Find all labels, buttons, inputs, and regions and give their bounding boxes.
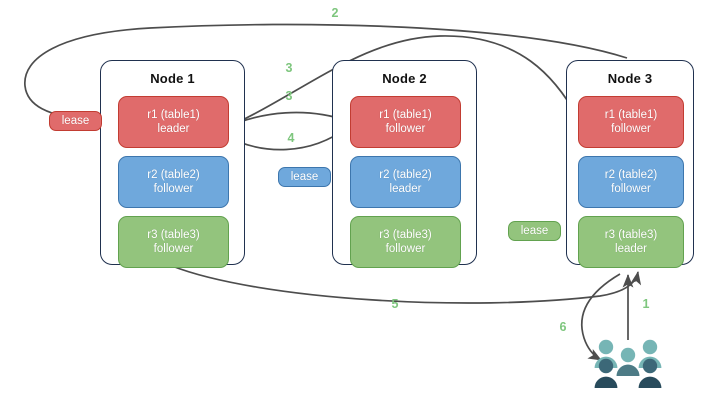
node-1-replica-r1-role: leader bbox=[157, 123, 190, 135]
node-2-replica-r3-name: r3 (table3) bbox=[379, 229, 432, 241]
node-2-replica-r1-role: follower bbox=[385, 123, 426, 135]
lease-badge-table2[interactable]: lease bbox=[278, 167, 331, 187]
node-1-replica-r2-role: follower bbox=[153, 183, 194, 195]
lease-badge-table3[interactable]: lease bbox=[508, 221, 561, 241]
node-3-replica-r3-name: r3 (table3) bbox=[604, 229, 658, 241]
node-1-replica-r3-name: r3 (table3) bbox=[147, 229, 200, 241]
node-1-replica-r2[interactable]: r2 (table2) follower bbox=[118, 156, 229, 208]
node-3-replica-r1-name: r1 (table1) bbox=[604, 109, 658, 121]
edge-label-6: 6 bbox=[559, 320, 567, 334]
node-3-container[interactable]: Node 3 r1 (table1) follower r2 (table2) … bbox=[566, 60, 694, 268]
node-3-replica-r2-name: r2 (table2) bbox=[604, 169, 658, 181]
node-1-replica-r2-name: r2 (table2) bbox=[147, 169, 200, 181]
users-group-icon bbox=[594, 339, 662, 388]
node-1-replica-r3[interactable]: r3 (table3) follower bbox=[118, 216, 229, 268]
node-3-title: Node 3 bbox=[607, 71, 653, 86]
edge-label-3-lower: 3 bbox=[285, 89, 293, 103]
node-3-replica-r1-role: follower bbox=[611, 123, 651, 135]
node-2-replica-r3-role: follower bbox=[385, 243, 426, 255]
edge-label-2: 2 bbox=[331, 6, 339, 20]
node-2-container[interactable]: Node 2 r1 (table1) follower r2 (table2) … bbox=[332, 60, 477, 268]
node-2-replica-r2-name: r2 (table2) bbox=[379, 169, 432, 181]
node-1-container[interactable]: Node 1 r1 (table1) leader r2 (table2) fo… bbox=[100, 60, 245, 268]
edge-label-4: 4 bbox=[287, 131, 295, 145]
node-2-replica-r1[interactable]: r1 (table1) follower bbox=[350, 96, 461, 148]
node-3-replica-r3-role: leader bbox=[615, 243, 647, 255]
node-3-replica-r2[interactable]: r2 (table2) follower bbox=[578, 156, 684, 208]
node-1-replica-r3-role: follower bbox=[153, 243, 194, 255]
edge-label-3-upper: 3 bbox=[285, 61, 293, 75]
node-2-replica-r3[interactable]: r3 (table3) follower bbox=[350, 216, 461, 268]
node-2-replica-r1-name: r1 (table1) bbox=[379, 109, 432, 121]
node-1-title: Node 1 bbox=[150, 71, 195, 86]
edge-label-1: 1 bbox=[642, 297, 650, 311]
lease-badge-table1[interactable]: lease bbox=[49, 111, 102, 131]
node-2-replica-r2[interactable]: r2 (table2) leader bbox=[350, 156, 461, 208]
node-2-replica-r2-role: leader bbox=[389, 183, 422, 195]
node-3-replica-r2-role: follower bbox=[611, 183, 651, 195]
node-1-replica-r1[interactable]: r1 (table1) leader bbox=[118, 96, 229, 148]
node-2-title: Node 2 bbox=[382, 71, 427, 86]
edge-label-5: 5 bbox=[391, 297, 399, 311]
edge-5-path bbox=[171, 265, 642, 304]
node-3-replica-r3[interactable]: r3 (table3) leader bbox=[578, 216, 684, 268]
node-3-replica-r1[interactable]: r1 (table1) follower bbox=[578, 96, 684, 148]
node-1-replica-r1-name: r1 (table1) bbox=[147, 109, 200, 121]
